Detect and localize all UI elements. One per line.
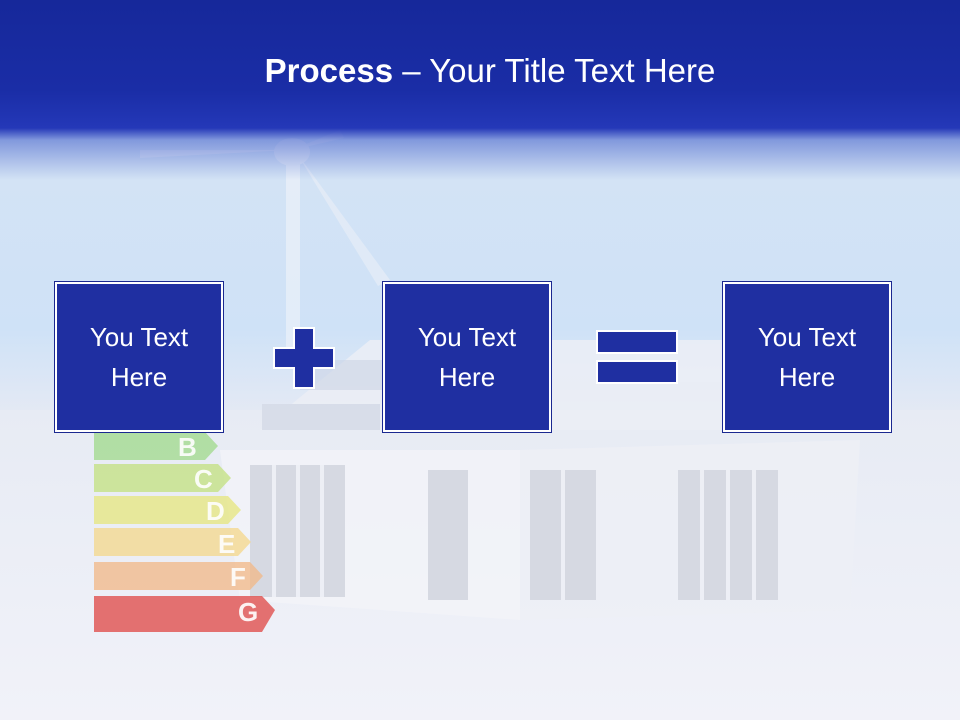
process-box-1[interactable]: You Text Here bbox=[54, 281, 224, 433]
title-rest: – Your Title Text Here bbox=[393, 52, 716, 89]
energy-label-d: D bbox=[206, 496, 225, 526]
process-box-3[interactable]: You Text Here bbox=[722, 281, 892, 433]
energy-label-f: F bbox=[230, 562, 246, 592]
header-band bbox=[0, 0, 960, 180]
process-box-2-text: You Text Here bbox=[417, 322, 517, 392]
process-box-3-text: You Text Here bbox=[757, 322, 857, 392]
energy-rating-illustration: B C D E F G bbox=[94, 432, 275, 632]
plus-icon bbox=[273, 327, 335, 389]
process-box-2[interactable]: You Text Here bbox=[382, 281, 552, 433]
energy-label-g: G bbox=[238, 597, 258, 627]
energy-label-e: E bbox=[218, 529, 235, 559]
energy-label-c: C bbox=[194, 464, 213, 494]
title-bold: Process bbox=[264, 52, 394, 89]
slide-title: Process – Your Title Text Here bbox=[0, 52, 960, 90]
equals-icon bbox=[596, 330, 678, 384]
energy-label-b: B bbox=[178, 432, 197, 462]
process-box-1-text: You Text Here bbox=[89, 322, 189, 392]
